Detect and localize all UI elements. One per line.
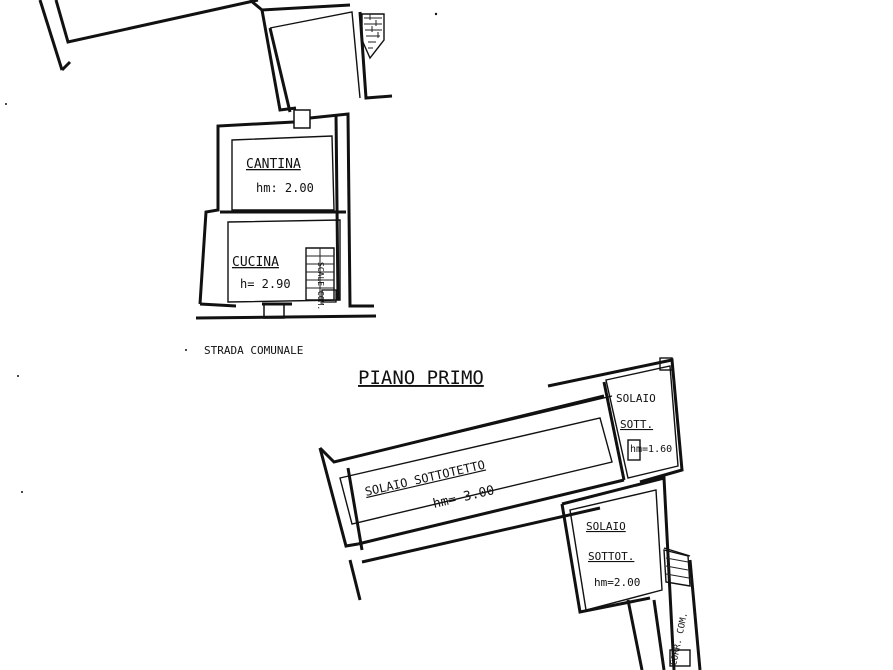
street-label: STRADA COMUNALE [204,344,303,357]
cantina-label: CANTINA [246,157,301,172]
upper-right-divider [602,381,626,481]
upper-wall-segment [249,0,351,12]
main-block-left-wall [318,447,359,548]
first-floor-plan: PIANO PRIMO SOLAIO SOTTOTETTO hm= 3.00 S… [318,357,702,670]
entrance-door-1 [263,303,285,319]
upper-right-room-wall [547,358,684,484]
main-block-left-wall-2 [346,467,364,551]
door-marker-bottom [669,649,691,667]
cantina-inner-wall [231,135,335,211]
first-floor-title: PIANO PRIMO [358,367,484,389]
masonry-block-top [361,13,385,60]
stair-symbol [305,247,335,301]
right-building-wall [309,112,374,308]
stair-tower-wall-2 [268,27,292,113]
entrance-door-2 [321,289,337,303]
upper-left-wall-inner [54,0,259,44]
scan-marks [5,12,438,493]
upper-right-room-inner [605,365,679,479]
door-marker-top [293,109,311,129]
upper-left-wall-2 [60,60,72,72]
cucina-label: CUCINA [232,255,279,270]
lower-left-wall [348,506,601,601]
solaio-sottotetto-height: hm= 3.00 [432,483,496,512]
street-wall [195,314,377,320]
cucina-height: h= 2.90 [240,277,291,291]
stair-note: SCALE COM. [316,262,325,310]
cantina-height: hm: 2.00 [256,181,314,195]
solaio-sott-a-sub: SOTT. [620,418,653,431]
upper-room-wall [269,11,361,99]
lower-right-room-inner [569,489,663,611]
sottotetto-inner [339,417,613,525]
masonry-block-bottom [663,549,691,587]
solaio-sott-b-sub: SOTTOT. [588,550,634,563]
upper-left-wall-outer [38,0,64,71]
cucina-walls [227,219,341,303]
solaio-sott-b-label: SOLAIO [586,520,626,533]
main-block-top-wall [318,394,605,464]
main-block-bottom-wall [357,478,625,546]
ground-floor-plan: CANTINA hm: 2.00 CUCINA h= 2.90 SCALE CO… [38,0,393,357]
corridor-wall [626,559,702,670]
door-marker-mid [627,439,641,461]
cantina-wall [198,120,295,305]
lower-right-room-wall-2 [560,503,651,614]
solaio-sott-b-height: hm=2.00 [594,576,640,589]
solaio-sott-a-height: hm=1.60 [630,444,672,455]
right-building-wall-2 [334,113,340,301]
lower-right-room-wall [561,476,676,670]
solaio-sott-a-label: SOLAIO [616,392,656,405]
main-block-top-wall-inner [333,395,613,463]
corner-marker [659,357,673,371]
corridor-wall-2 [663,547,691,557]
